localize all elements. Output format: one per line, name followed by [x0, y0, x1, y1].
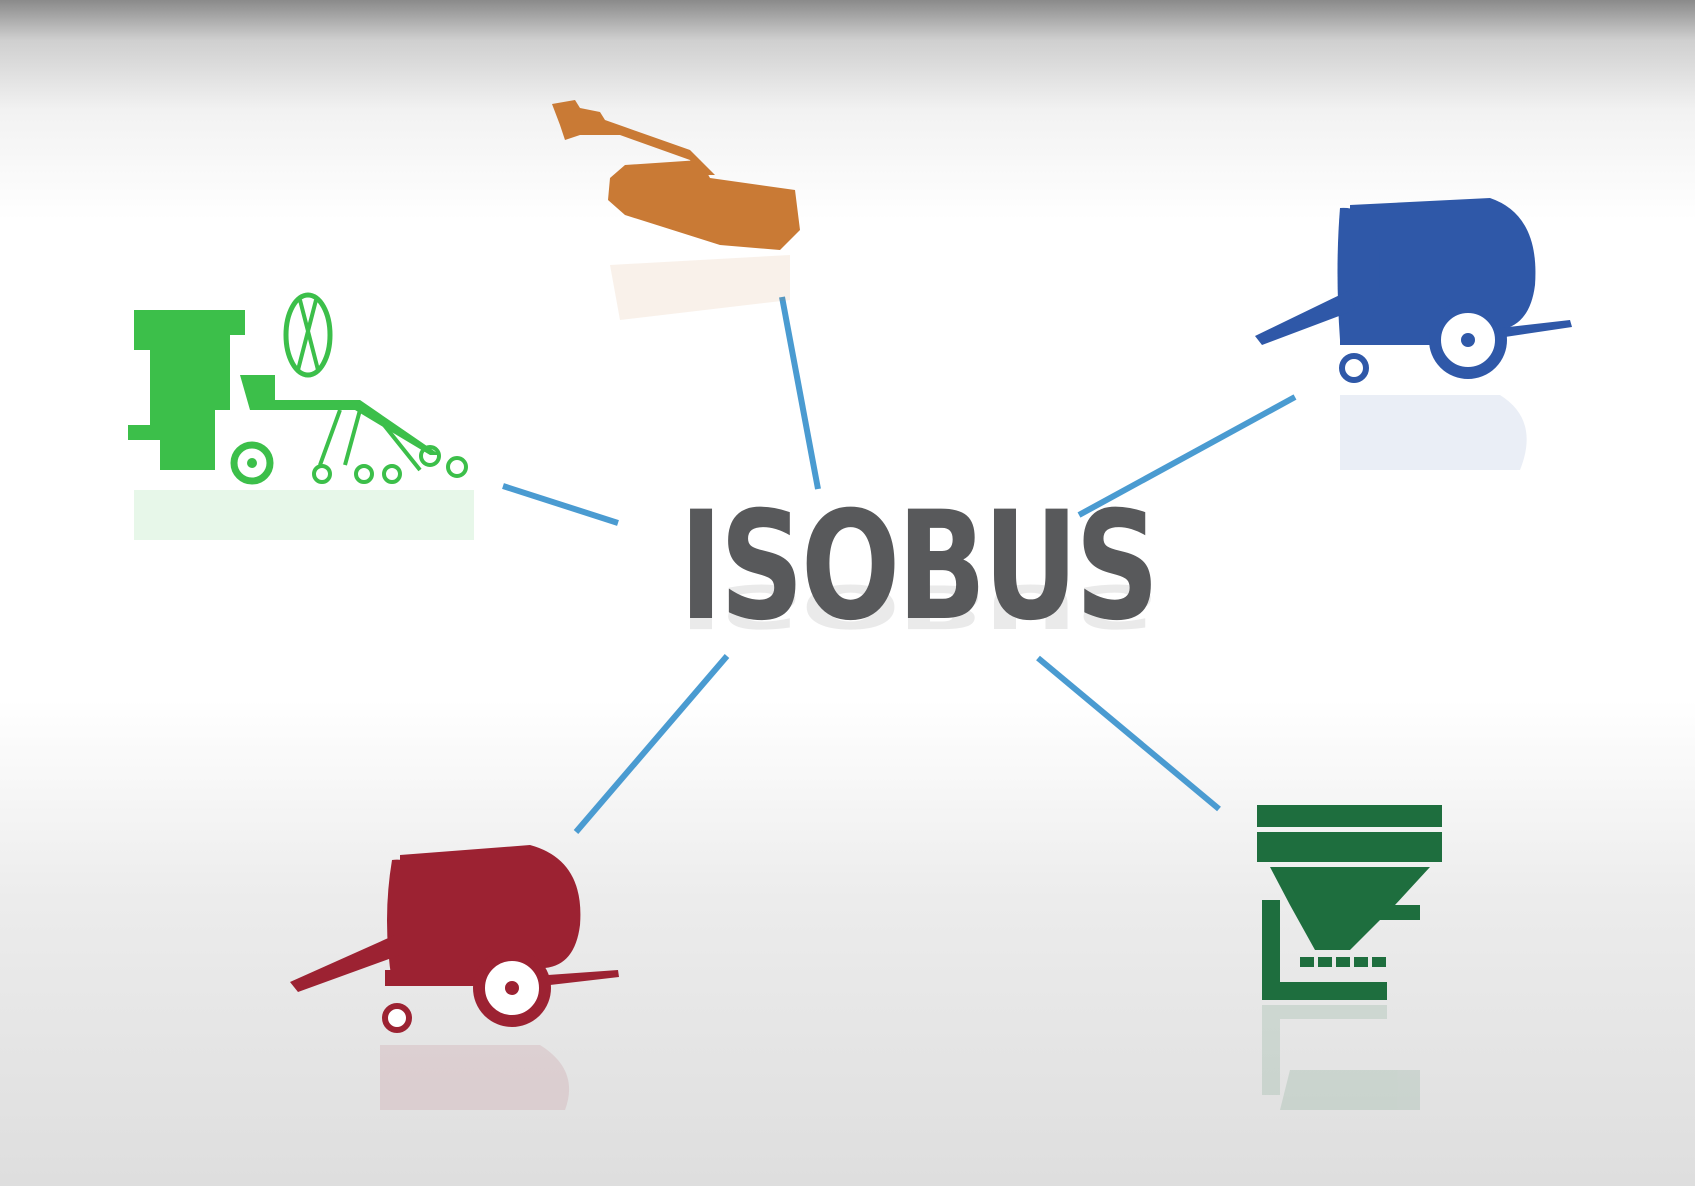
baler-blue-reflection: [1340, 395, 1527, 470]
connector-baler-blue: [1077, 394, 1297, 518]
connector-mower: [779, 296, 821, 490]
round-baler-red-icon: [290, 845, 619, 1033]
spreader-reflection: [1262, 1005, 1420, 1110]
seed-drill-icon: [128, 292, 468, 485]
mower-icon: [552, 100, 800, 250]
connector-baler-red: [573, 654, 730, 834]
connector-spreader: [1036, 655, 1221, 812]
fertilizer-spreader-icon: [1257, 805, 1442, 1000]
mower-reflection: [610, 255, 790, 320]
isobus-title-reflection: ISOBUS: [679, 571, 1156, 641]
round-baler-blue-icon: [1255, 198, 1572, 383]
seed-drill-reflection: [134, 490, 474, 540]
isobus-reflection-text: ISOBUS: [679, 571, 1157, 641]
connector-seed-drill: [502, 483, 619, 526]
baler-red-reflection: [380, 1045, 570, 1110]
